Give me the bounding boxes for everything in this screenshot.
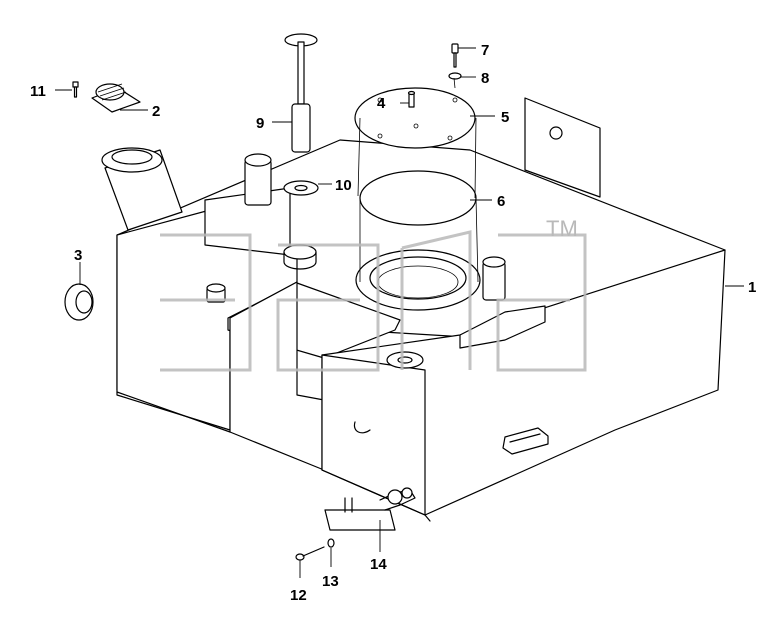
- callout-12: 12: [290, 587, 307, 604]
- grommet: [64, 283, 94, 321]
- callout-1: 1: [748, 279, 756, 296]
- callout-8: 8: [481, 70, 489, 87]
- callout-11: 11: [30, 83, 46, 100]
- callout-14: 14: [370, 556, 387, 573]
- callout-7: 7: [481, 42, 489, 59]
- callout-4: 4: [377, 95, 386, 112]
- callout-6: 6: [497, 193, 505, 210]
- sender-unit: [284, 33, 318, 153]
- callout-2: 2: [152, 103, 160, 120]
- callouts: 1 2 3 4 5 6 7 8 9 10 11 12 13 14: [30, 42, 756, 604]
- gasket: [359, 170, 477, 226]
- bolt-and-washer: [448, 43, 462, 89]
- callout-9: 9: [256, 115, 264, 132]
- callout-13: 13: [322, 573, 339, 590]
- callout-10: 10: [335, 177, 352, 194]
- filler-neck: [91, 83, 183, 231]
- leader-lines: [55, 47, 744, 578]
- watermark-tm: TM: [546, 216, 578, 241]
- watermark-logo: TM: [160, 216, 587, 372]
- tank-details: [206, 126, 563, 455]
- seal-washer: [283, 180, 319, 270]
- bracket-assembly: [295, 487, 416, 561]
- cover-plate: [354, 87, 476, 149]
- callout-3: 3: [74, 247, 82, 264]
- callout-5: 5: [501, 109, 509, 126]
- alignment-lines: [357, 117, 479, 283]
- screw-11: [72, 81, 79, 98]
